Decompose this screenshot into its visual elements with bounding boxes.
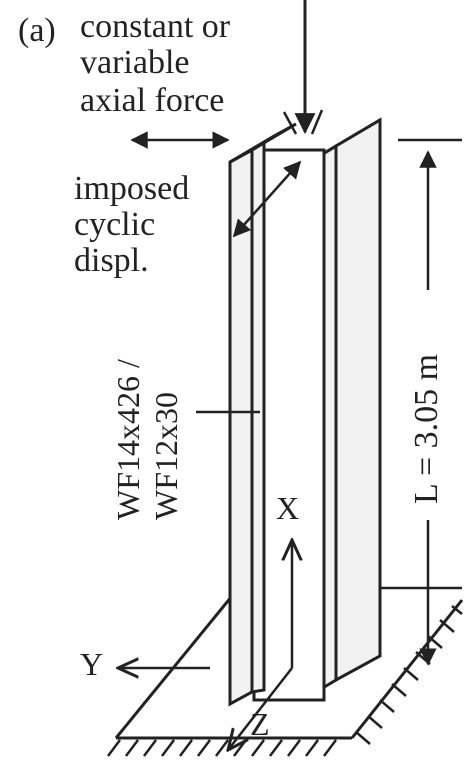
column-front-flange — [228, 122, 297, 707]
y-axis-label: Y — [80, 646, 104, 682]
load-label-line3: axial force — [80, 82, 225, 119]
displacement-label-line3: displ. — [74, 242, 149, 279]
cyclic-displacement-arrow — [232, 160, 302, 238]
z-axis-arrow — [228, 667, 293, 750]
z-axis-label: Z — [250, 706, 270, 742]
panel-label: (a) — [18, 12, 56, 49]
column-back-flange — [314, 117, 382, 695]
load-pivot — [282, 109, 324, 135]
load-label-line2: variable — [80, 44, 190, 81]
section-label-line1: WF14x426 / — [110, 359, 146, 520]
length-dimension — [380, 138, 462, 666]
displacement-label-line2: cyclic — [74, 206, 156, 243]
x-axis-label: X — [276, 490, 300, 526]
section-label-line2: WF12x30 — [148, 392, 184, 520]
length-label: L = 3.05 m — [408, 349, 445, 508]
load-label-line1: constant or — [80, 8, 231, 45]
displacement-label-line1: imposed — [74, 170, 190, 207]
